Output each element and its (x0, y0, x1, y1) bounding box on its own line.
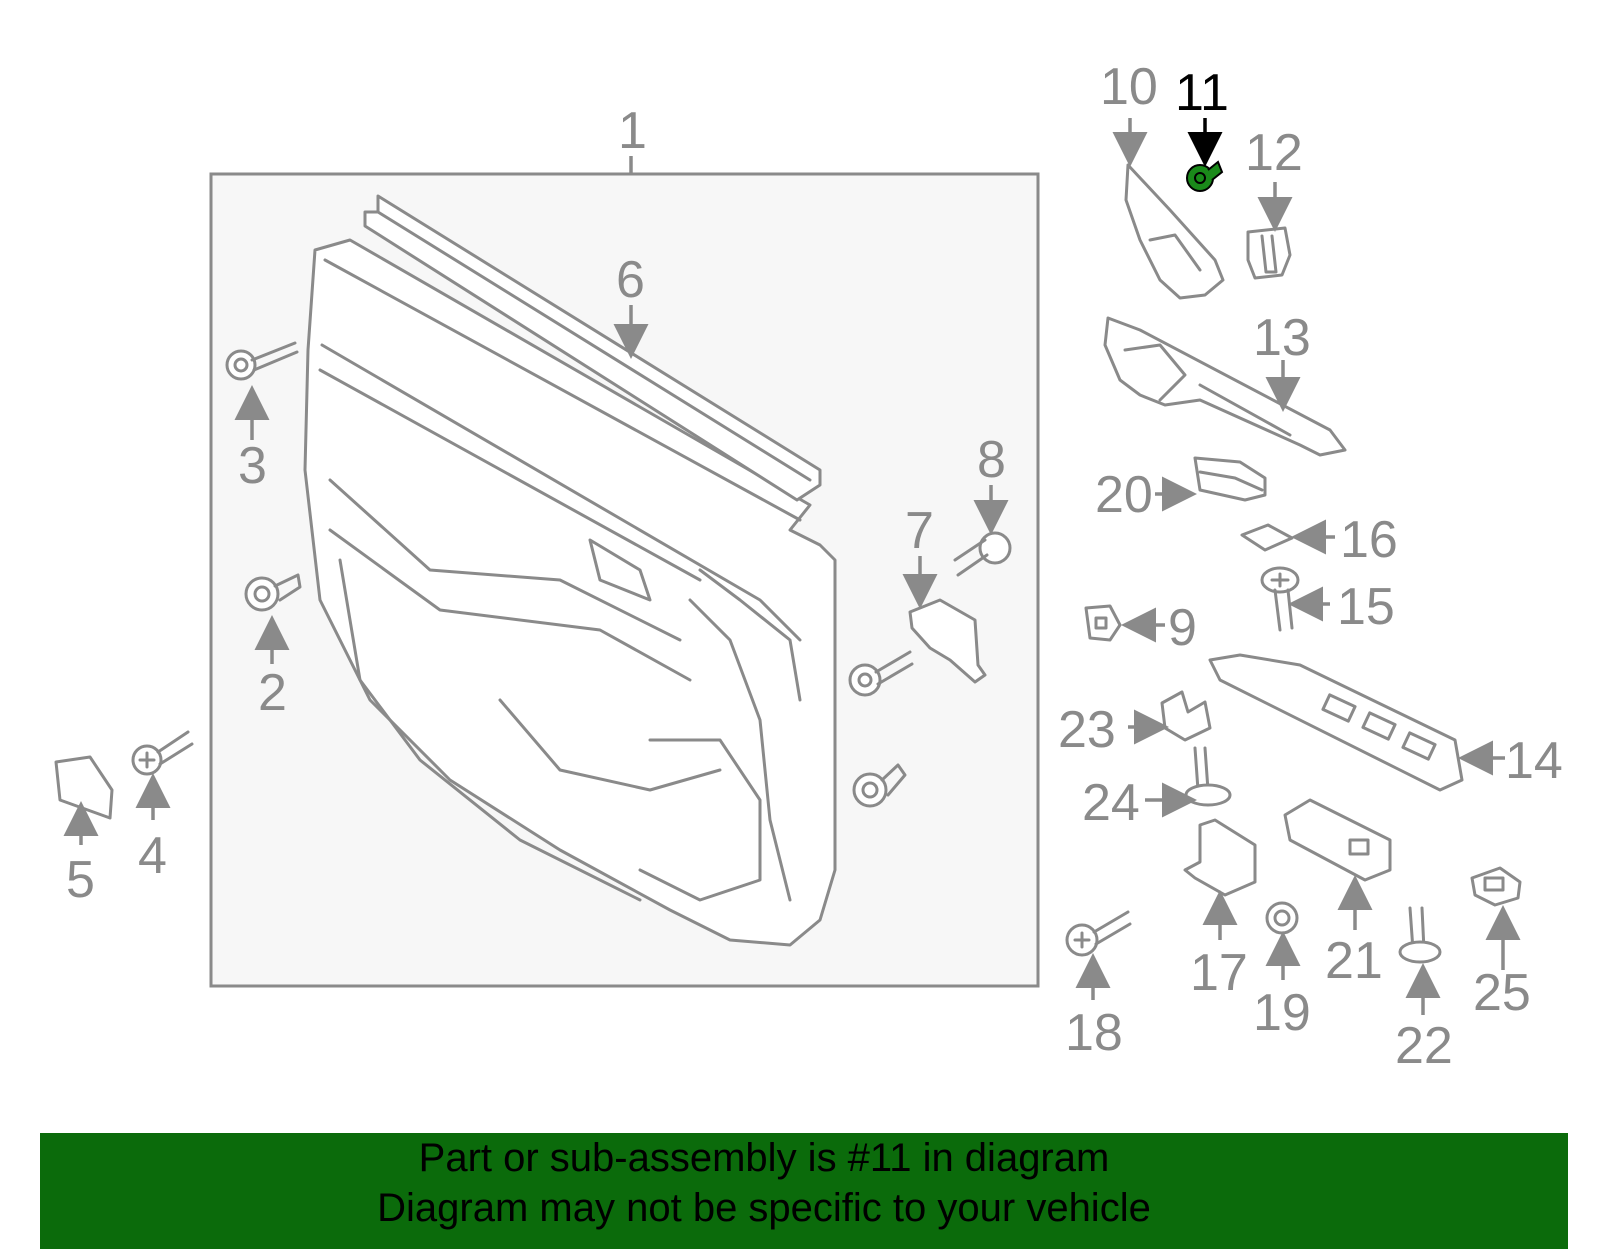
door-trim-panel (303, 238, 837, 947)
nut-part-9 (1084, 604, 1122, 642)
switch-panel-part-14 (1208, 653, 1464, 792)
callout-19: 19 (1253, 984, 1311, 1042)
callout-21: 21 (1325, 932, 1383, 990)
screw-part-24 (1184, 746, 1232, 807)
garnish-part-10 (1124, 163, 1225, 300)
callout-17: 17 (1190, 944, 1248, 1002)
banner-line-2: Diagram may not be specific to your vehi… (377, 1186, 1151, 1230)
callout-22: 22 (1395, 1017, 1453, 1075)
switch-part-20 (1193, 456, 1267, 502)
screw-part-18 (1065, 910, 1132, 957)
weatherstrip-part (363, 194, 822, 502)
switch-part-25 (1470, 866, 1522, 907)
callout-3: 3 (238, 437, 267, 495)
clip-part-11-highlighted (1186, 160, 1224, 192)
callout-6: 6 (616, 251, 645, 309)
screw-part-4 (131, 730, 194, 776)
callout-18: 18 (1065, 1004, 1123, 1062)
info-banner: Part or sub-assembly is #11 in diagram D… (40, 1133, 1568, 1249)
callout-13: 13 (1253, 309, 1311, 367)
callout-23: 23 (1058, 701, 1116, 759)
pad-part-5 (54, 755, 114, 820)
nut-part-19 (1265, 901, 1299, 935)
clip-panel-right (852, 763, 907, 808)
callout-11-highlighted: 11 (1175, 64, 1229, 122)
callout-9: 9 (1168, 599, 1197, 657)
callout-12: 12 (1245, 124, 1303, 182)
callout-15: 15 (1337, 578, 1395, 636)
bracket-part-17 (1183, 818, 1257, 897)
callout-8: 8 (977, 431, 1006, 489)
clip-part-23 (1160, 690, 1212, 742)
callout-14: 14 (1505, 732, 1563, 790)
switch-part-21 (1283, 798, 1392, 882)
bracket-part-7 (908, 598, 987, 684)
callout-25: 25 (1473, 964, 1531, 1022)
armrest-panel-part-13 (1103, 316, 1347, 457)
callout-10: 10 (1100, 58, 1158, 116)
callout-24: 24 (1082, 774, 1140, 832)
bolt-part-3 (225, 341, 299, 381)
callout-7: 7 (905, 502, 934, 560)
banner-line-1: Part or sub-assembly is #11 in diagram (418, 1136, 1110, 1180)
callout-2: 2 (258, 664, 287, 722)
callout-5: 5 (66, 851, 95, 909)
cap-part-12 (1246, 226, 1292, 280)
bolt-panel-right (848, 650, 914, 697)
screw-part-22 (1398, 906, 1442, 964)
callout-20: 20 (1095, 466, 1153, 524)
screw-part-15 (1260, 566, 1300, 632)
callout-1: 1 (618, 102, 647, 160)
callout-4: 4 (138, 827, 167, 885)
pad-part-16 (1240, 523, 1294, 552)
clip-part-2 (244, 573, 302, 612)
callout-16: 16 (1340, 511, 1398, 569)
